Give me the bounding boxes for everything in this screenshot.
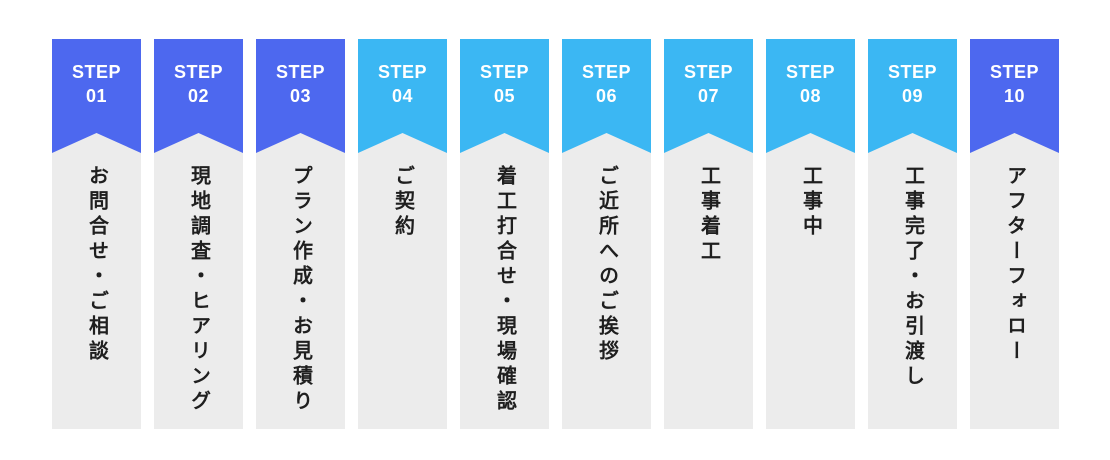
step-number: 07 (697, 86, 720, 106)
step-title: 現地調査・ヒアリング (187, 165, 210, 415)
step-item-09: STEP 09 工事完了・お引渡し (868, 39, 957, 429)
step-number: 04 (391, 86, 414, 106)
step-item-05: STEP 05 着工打合せ・現場確認 (460, 39, 549, 429)
step-number: 09 (901, 86, 924, 106)
step-label: STEP (887, 62, 937, 82)
step-item-01: STEP 01 お問合せ・ご相談 (52, 39, 141, 429)
step-title: ご近所へのご挨拶 (595, 165, 618, 365)
step-item-03: STEP 03 プラン作成・お見積り (256, 39, 345, 429)
step-item-06: STEP 06 ご近所へのご挨拶 (562, 39, 651, 429)
step-label: STEP (479, 62, 529, 82)
step-title: 工事中 (799, 165, 822, 240)
step-label: STEP (989, 62, 1039, 82)
step-item-02: STEP 02 現地調査・ヒアリング (154, 39, 243, 429)
step-body: 工事中 (766, 133, 855, 429)
step-body: 工事着工 (664, 133, 753, 429)
step-body: アフターフォロー (970, 133, 1059, 429)
step-banner: STEP 04 (358, 39, 447, 153)
step-number: 02 (187, 86, 210, 106)
step-label: STEP (785, 62, 835, 82)
step-label: STEP (173, 62, 223, 82)
step-label: STEP (581, 62, 631, 82)
step-body: ご契約 (358, 133, 447, 429)
step-body: 現地調査・ヒアリング (154, 133, 243, 429)
step-title: プラン作成・お見積り (289, 165, 312, 415)
step-label: STEP (275, 62, 325, 82)
step-body: 着工打合せ・現場確認 (460, 133, 549, 429)
step-banner: STEP 02 (154, 39, 243, 153)
step-body: ご近所へのご挨拶 (562, 133, 651, 429)
step-number: 08 (799, 86, 822, 106)
step-item-10: STEP 10 アフターフォロー (970, 39, 1059, 429)
step-title: 工事着工 (697, 165, 720, 265)
step-title: 着工打合せ・現場確認 (493, 165, 516, 415)
step-label: STEP (683, 62, 733, 82)
step-title: ご契約 (391, 165, 414, 240)
step-title: お問合せ・ご相談 (85, 165, 108, 365)
step-title: アフターフォロー (1003, 165, 1026, 365)
step-title: 工事完了・お引渡し (901, 165, 924, 390)
step-item-04: STEP 04 ご契約 (358, 39, 447, 429)
step-number: 05 (493, 86, 516, 106)
step-label: STEP (71, 62, 121, 82)
step-number: 06 (595, 86, 618, 106)
step-number: 01 (85, 86, 108, 106)
step-number: 10 (1003, 86, 1026, 106)
step-body: プラン作成・お見積り (256, 133, 345, 429)
step-item-08: STEP 08 工事中 (766, 39, 855, 429)
step-body: お問合せ・ご相談 (52, 133, 141, 429)
step-item-07: STEP 07 工事着工 (664, 39, 753, 429)
step-label: STEP (377, 62, 427, 82)
process-flow: STEP 01 お問合せ・ご相談 STEP 02 現地調査・ヒアリング STEP… (52, 39, 1059, 429)
step-number: 03 (289, 86, 312, 106)
step-body: 工事完了・お引渡し (868, 133, 957, 429)
